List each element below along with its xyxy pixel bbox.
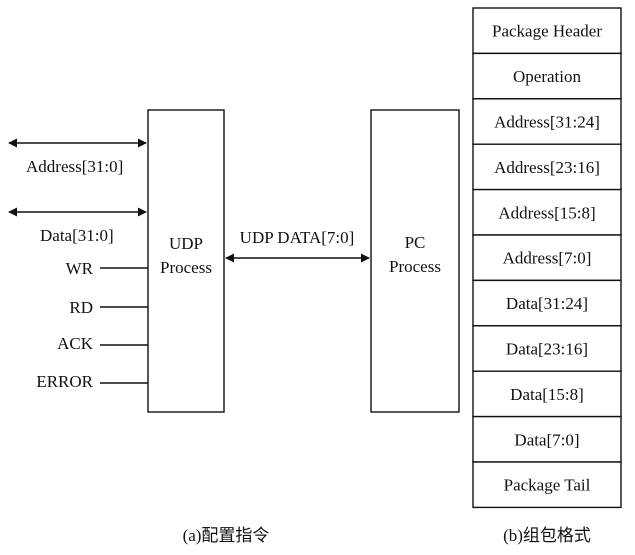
pc-block-label-line2: Process	[389, 257, 441, 276]
packet-field-label: Package Header	[492, 22, 602, 41]
udp-data-link-label: UDP DATA[7:0]	[240, 228, 355, 247]
packet-field-cell	[472, 234, 622, 282]
data-bus-label: Data[31:0]	[40, 226, 114, 245]
packet-field-label: Address[23:16]	[494, 158, 600, 177]
packet-field-cell	[472, 370, 622, 418]
packet-field-cell	[472, 461, 622, 509]
packet-field-cell	[472, 415, 622, 463]
packet-field-cell	[472, 143, 622, 191]
packet-field-label: Address[7:0]	[503, 249, 592, 268]
packet-field-label: Address[31:24]	[494, 113, 600, 132]
caption-packet-format: (b)组包格式	[503, 526, 591, 545]
udp-block-label-line1: UDP	[169, 234, 203, 253]
pc-process-block	[370, 109, 460, 413]
packet-field-cell	[472, 52, 622, 100]
pc-block-label-line1: PC	[405, 233, 426, 252]
packet-field-label: Data[7:0]	[514, 430, 579, 449]
udp-process-block	[147, 109, 225, 413]
packet-field-label: Data[15:8]	[510, 385, 584, 404]
packet-field-cell	[472, 98, 622, 145]
packet-field-label: Package Tail	[504, 476, 591, 495]
packet-field-label: Operation	[513, 67, 581, 86]
packet-field-cell	[472, 188, 622, 236]
packet-field-label: Data[31:24]	[506, 294, 588, 313]
packet-field-label: Data[23:16]	[506, 340, 588, 359]
ack-signal-label: ACK	[57, 334, 94, 353]
wr-signal-label: WR	[66, 259, 94, 278]
packet-field-cell	[472, 325, 622, 372]
caption-config-command: (a)配置指令	[183, 526, 270, 545]
error-signal-label: ERROR	[36, 372, 93, 391]
rd-signal-label: RD	[69, 298, 93, 317]
udp-block-label-line2: Process	[160, 258, 212, 277]
address-bus-label: Address[31:0]	[26, 157, 123, 176]
packet-field-cell	[472, 7, 622, 55]
packet-field-label: Address[15:8]	[498, 203, 595, 222]
